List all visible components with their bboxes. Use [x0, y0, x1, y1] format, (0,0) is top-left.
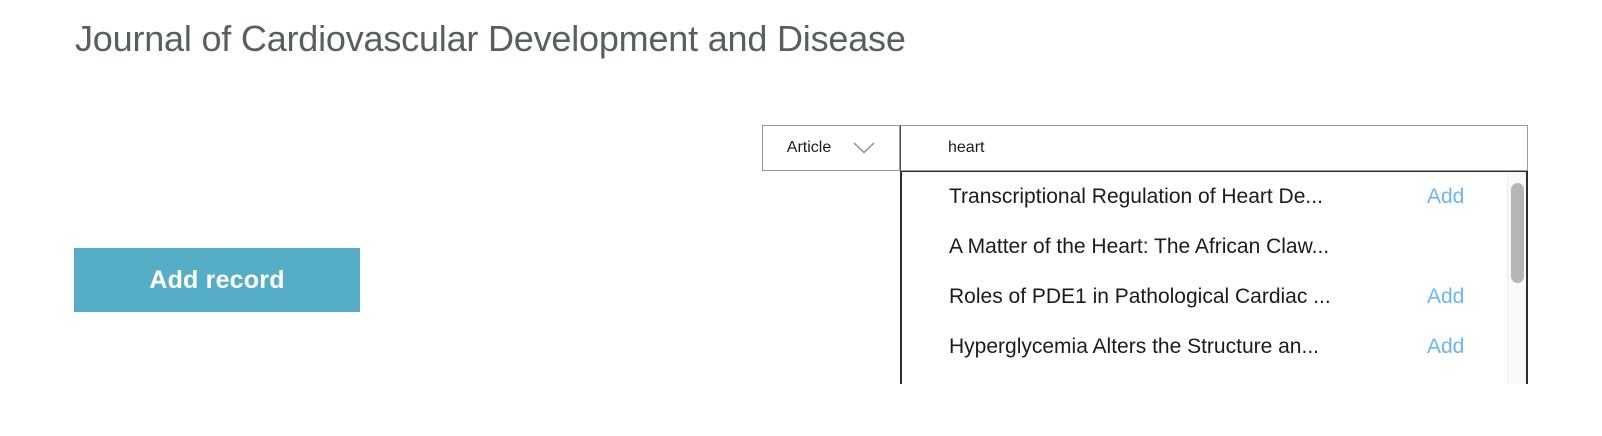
search-result-add-link[interactable]: Add [1427, 285, 1465, 308]
results-scrollbar-thumb[interactable] [1511, 183, 1524, 283]
search-row: Article [762, 125, 1528, 171]
add-record-button[interactable]: Add record [74, 248, 360, 312]
search-result-title: Hyperglycemia Alters the Structure an... [949, 335, 1319, 358]
search-input-wrapper[interactable] [900, 125, 1528, 171]
search-panel: Article Transcriptional Regulation of He… [762, 125, 1528, 385]
search-result-title: Roles of PDE1 in Pathological Cardiac ..… [949, 285, 1331, 308]
search-result-row[interactable]: A Matter of the Heart: The African Claw.… [902, 222, 1507, 272]
search-result-add-link[interactable]: Add [1427, 185, 1465, 208]
search-result-title: A Matter of the Heart: The African Claw.… [949, 235, 1330, 258]
search-result-title: Transcriptional Regulation of Heart De..… [949, 185, 1323, 208]
page-title: Journal of Cardiovascular Development an… [75, 18, 906, 59]
search-result-row[interactable]: Roles of PDE1 in Pathological Cardiac ..… [902, 272, 1507, 322]
search-result-add-link[interactable]: Add [1427, 335, 1465, 358]
search-result-row[interactable]: Hyperglycemia Alters the Structure an...… [902, 322, 1507, 372]
search-result-row[interactable]: Transcriptional Regulation of Heart De..… [902, 172, 1507, 222]
record-type-select-value: Article [786, 139, 832, 156]
chevron-down-icon [853, 142, 875, 154]
search-results-dropdown: Transcriptional Regulation of Heart De..… [900, 170, 1528, 384]
search-input[interactable] [901, 126, 1527, 170]
search-results-list: Transcriptional Regulation of Heart De..… [902, 172, 1507, 384]
results-scrollbar[interactable] [1507, 172, 1526, 384]
record-type-select[interactable]: Article [762, 125, 900, 171]
